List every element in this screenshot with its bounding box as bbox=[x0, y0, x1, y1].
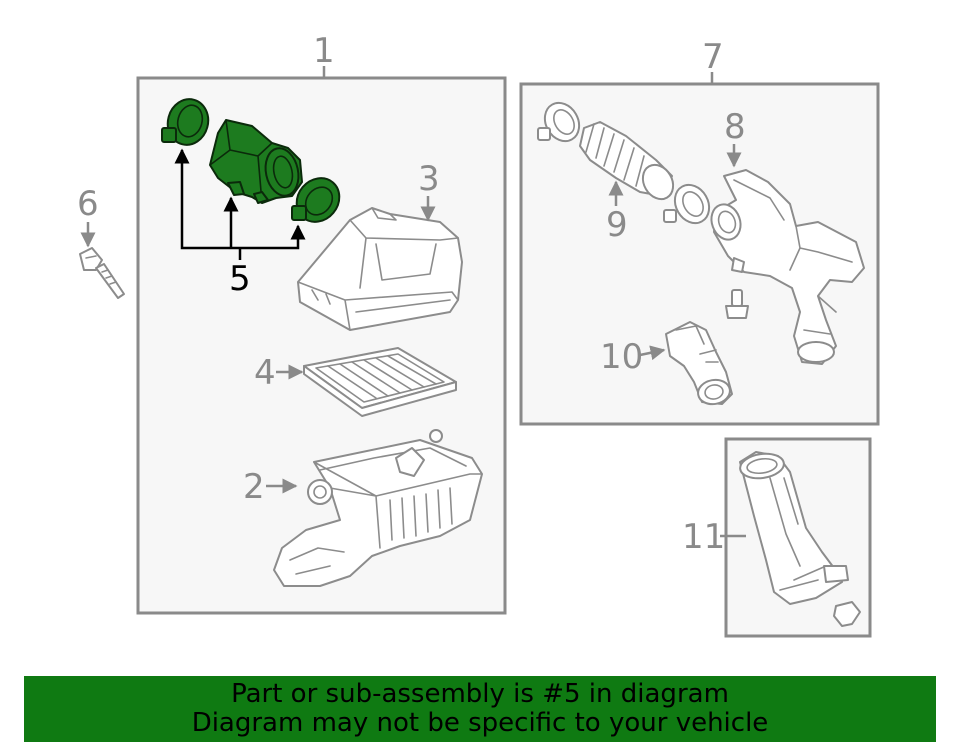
callout-7[interactable]: 7 bbox=[702, 37, 724, 84]
part-6-bolt[interactable] bbox=[79, 247, 125, 299]
callout-10[interactable]: 10 bbox=[600, 337, 666, 377]
callout-3-label: 3 bbox=[418, 159, 440, 199]
callout-3[interactable]: 3 bbox=[418, 159, 440, 222]
part-10-elbow-hose[interactable] bbox=[665, 321, 733, 407]
part-2-air-cleaner-housing[interactable] bbox=[273, 429, 483, 587]
callout-7-label: 7 bbox=[702, 37, 724, 77]
callout-8[interactable]: 8 bbox=[724, 107, 746, 168]
callout-2[interactable]: 2 bbox=[243, 467, 298, 507]
callout-6-label: 6 bbox=[77, 184, 99, 224]
callout-9-label: 9 bbox=[606, 205, 628, 245]
part-3-air-cleaner-cover[interactable] bbox=[297, 207, 463, 331]
part-8-bolt bbox=[725, 289, 749, 319]
callout-5[interactable]: 5 bbox=[174, 148, 306, 299]
part-4-air-filter[interactable] bbox=[303, 347, 457, 417]
callout-11[interactable]: 11 bbox=[682, 517, 746, 557]
callout-1-label: 1 bbox=[313, 31, 335, 71]
info-banner: Part or sub-assembly is #5 in diagram Di… bbox=[24, 676, 936, 742]
part-9-intake-hose[interactable] bbox=[537, 97, 716, 230]
callout-5-label: 5 bbox=[229, 259, 251, 299]
callout-4-label: 4 bbox=[254, 353, 276, 393]
part-8-air-duct[interactable] bbox=[707, 169, 865, 365]
part-5-clamp-left bbox=[161, 98, 210, 146]
callout-9[interactable]: 9 bbox=[606, 180, 628, 245]
callout-8-label: 8 bbox=[724, 107, 746, 147]
part-11-intake-duct[interactable] bbox=[739, 451, 861, 627]
callout-11-label: 11 bbox=[682, 517, 725, 557]
banner-line-1: Part or sub-assembly is #5 in diagram bbox=[231, 679, 729, 709]
banner-line-2: Diagram may not be specific to your vehi… bbox=[191, 708, 769, 738]
callout-2-label: 2 bbox=[243, 467, 265, 507]
callout-4[interactable]: 4 bbox=[254, 353, 304, 393]
callout-1[interactable]: 1 bbox=[313, 31, 335, 78]
callout-6[interactable]: 6 bbox=[77, 184, 99, 248]
callout-10-label: 10 bbox=[600, 337, 643, 377]
